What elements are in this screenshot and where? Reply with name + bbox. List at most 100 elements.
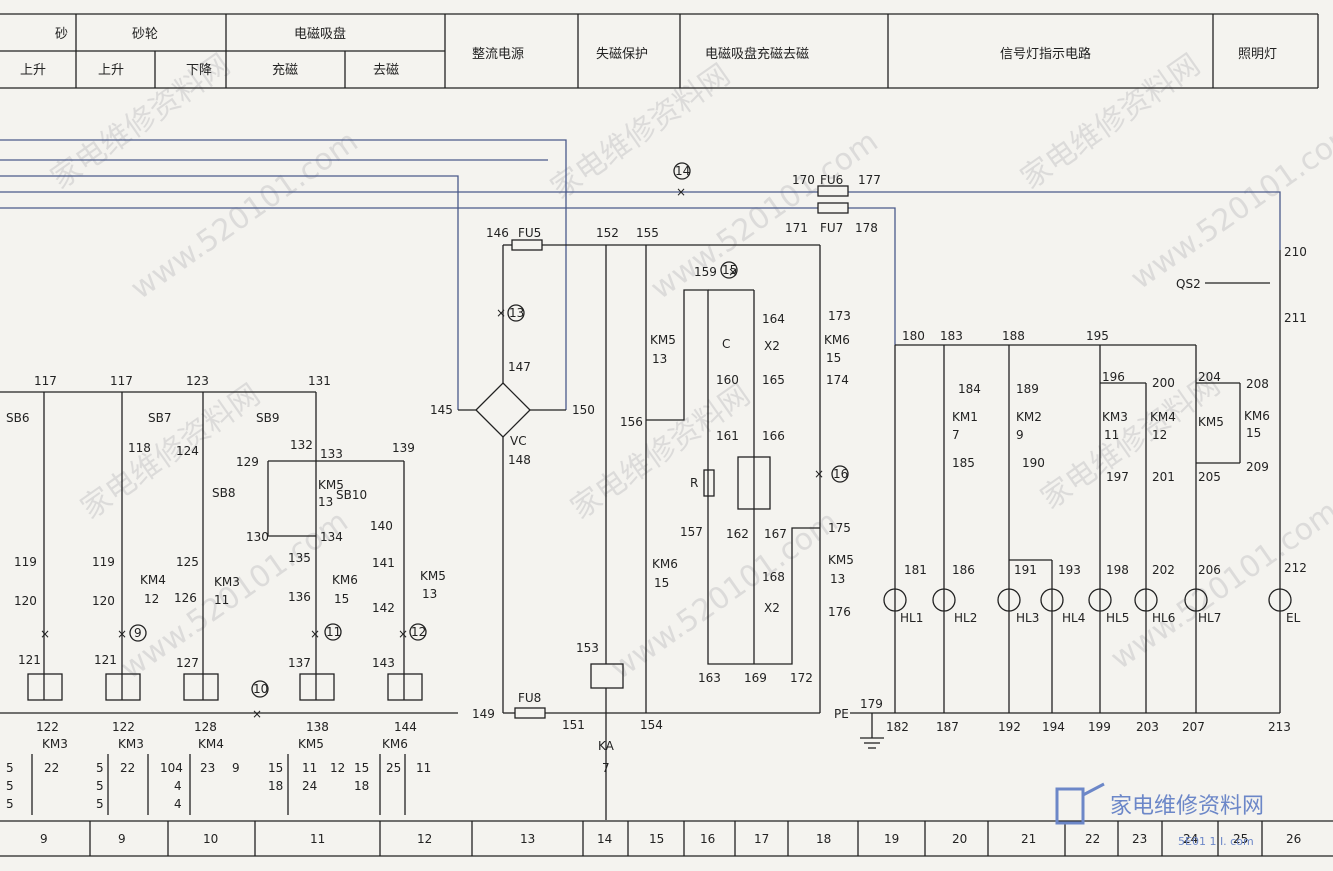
node-163: 163 bbox=[698, 671, 721, 685]
coil-label-km3: KM3 bbox=[42, 737, 68, 751]
break-marker-x: × bbox=[728, 265, 738, 279]
node-138: 138 bbox=[306, 720, 329, 734]
marker-12: 12 bbox=[411, 625, 426, 639]
footer-col-number: 21 bbox=[1021, 832, 1036, 846]
node-176: 176 bbox=[828, 605, 851, 619]
contact-xref-table: 5 22 5 22 104 23 9 15 11 12 15 25 11 5 5… bbox=[6, 754, 431, 815]
label-c: C bbox=[722, 337, 730, 351]
control-circuit bbox=[0, 391, 458, 714]
header-clipped: 砂 bbox=[55, 27, 68, 42]
label-sb9: SB9 bbox=[256, 411, 279, 425]
logo-url: 5E01 1 I. com bbox=[1178, 835, 1254, 848]
node-187: 187 bbox=[936, 720, 959, 734]
label-15: 15 bbox=[334, 592, 349, 606]
marker-circle-12 bbox=[409, 623, 427, 641]
node-152: 152 bbox=[596, 226, 619, 240]
header-table: 砂 砂轮 电磁吸盘 整流电源 失磁保护 电磁吸盘充磁去磁 信号灯指示电路 照明灯… bbox=[0, 13, 1319, 89]
label-vc: VC bbox=[510, 434, 527, 448]
node-185: 185 bbox=[952, 456, 975, 470]
node-154: 154 bbox=[640, 718, 663, 732]
break-marker-x: × bbox=[496, 306, 506, 320]
watermark-text: 家电维修资料网 bbox=[75, 377, 267, 526]
node-145: 145 bbox=[430, 403, 453, 417]
label-7: 7 bbox=[952, 428, 960, 442]
header-magnetize: 充磁 bbox=[272, 62, 298, 78]
label-sb6: SB6 bbox=[6, 411, 29, 425]
lamp-hl3-icon bbox=[997, 588, 1021, 612]
xref-value: 25 bbox=[386, 761, 401, 775]
marker-15: 15 bbox=[722, 263, 737, 277]
watermark-text: 家电维修资料网 bbox=[1035, 367, 1227, 516]
node-170: 170 bbox=[792, 173, 815, 187]
node-168: 168 bbox=[762, 570, 785, 584]
label-ka-7: 7 bbox=[602, 761, 610, 775]
node-155: 155 bbox=[636, 226, 659, 240]
coil-label-km4: KM4 bbox=[198, 737, 224, 751]
node-195: 195 bbox=[1086, 329, 1109, 343]
xref-value: 5 bbox=[96, 761, 104, 775]
label-km6: KM6 bbox=[652, 557, 678, 571]
label-km5: KM5 bbox=[650, 333, 676, 347]
xref-value: 5 bbox=[96, 797, 104, 811]
xref-value: 11 bbox=[302, 761, 317, 775]
label-km6: KM6 bbox=[332, 573, 358, 587]
lamp-hl2-icon bbox=[932, 588, 956, 612]
label-sb10: SB10 bbox=[336, 488, 367, 502]
xref-value: 12 bbox=[330, 761, 345, 775]
node-156: 156 bbox=[620, 415, 643, 429]
rectifier-bridge-vc bbox=[475, 382, 531, 438]
watermark-text: www.520101.com bbox=[645, 124, 885, 307]
label-hl3: HL3 bbox=[1016, 611, 1039, 625]
label-15: 15 bbox=[654, 576, 669, 590]
node-146: 146 bbox=[486, 226, 509, 240]
node-147: 147 bbox=[508, 360, 531, 374]
xref-value: 23 bbox=[200, 761, 215, 775]
node-201: 201 bbox=[1152, 470, 1175, 484]
node-200: 200 bbox=[1152, 376, 1175, 390]
xref-value: 22 bbox=[44, 761, 59, 775]
node-188: 188 bbox=[1002, 329, 1025, 343]
label-fu5: FU5 bbox=[518, 226, 541, 240]
xref-value: 5 bbox=[96, 779, 104, 793]
node-171: 171 bbox=[785, 221, 808, 235]
node-142: 142 bbox=[372, 601, 395, 615]
node-202: 202 bbox=[1152, 563, 1175, 577]
node-122: 122 bbox=[36, 720, 59, 734]
node-186: 186 bbox=[952, 563, 975, 577]
node-210: 210 bbox=[1284, 245, 1307, 259]
xref-value: 9 bbox=[232, 761, 240, 775]
xref-value: 15 bbox=[268, 761, 283, 775]
footer-columns: 9 9 10 11 12 13 14 15 16 17 18 19 20 21 … bbox=[0, 820, 1333, 857]
node-197: 197 bbox=[1106, 470, 1129, 484]
footer-col-number: 25 bbox=[1233, 832, 1248, 846]
node-199: 199 bbox=[1088, 720, 1111, 734]
logo-text: 家电维修资料网 bbox=[1110, 794, 1264, 819]
node-133: 133 bbox=[320, 447, 343, 461]
xref-value: 11 bbox=[416, 761, 431, 775]
label-12: 12 bbox=[144, 592, 159, 606]
label-pe: PE bbox=[834, 707, 849, 721]
fuse-fu6 bbox=[817, 185, 849, 197]
break-marker-x: × bbox=[676, 185, 686, 199]
watermark-text: www.520101.com bbox=[1125, 114, 1333, 297]
break-marker-x: × bbox=[40, 627, 50, 641]
label-12: 12 bbox=[1152, 428, 1167, 442]
label-qs2: QS2 bbox=[1176, 277, 1201, 291]
header-rectifier: 整流电源 bbox=[472, 47, 524, 62]
node-208: 208 bbox=[1246, 377, 1269, 391]
node-167: 167 bbox=[764, 527, 787, 541]
node-131: 131 bbox=[308, 374, 331, 388]
lamp-hl6-icon bbox=[1134, 588, 1158, 612]
node-134: 134 bbox=[320, 530, 343, 544]
node-137: 137 bbox=[288, 656, 311, 670]
node-193: 193 bbox=[1058, 563, 1081, 577]
node-122: 122 bbox=[112, 720, 135, 734]
node-212: 212 bbox=[1284, 561, 1307, 575]
xref-value: 24 bbox=[302, 779, 317, 793]
footer-col-number: 14 bbox=[597, 832, 612, 846]
header-chuck-mag-demag: 电磁吸盘充磁去磁 bbox=[705, 46, 809, 62]
node-162: 162 bbox=[726, 527, 749, 541]
label-13: 13 bbox=[422, 587, 437, 601]
marker-14: 14 bbox=[675, 164, 690, 178]
